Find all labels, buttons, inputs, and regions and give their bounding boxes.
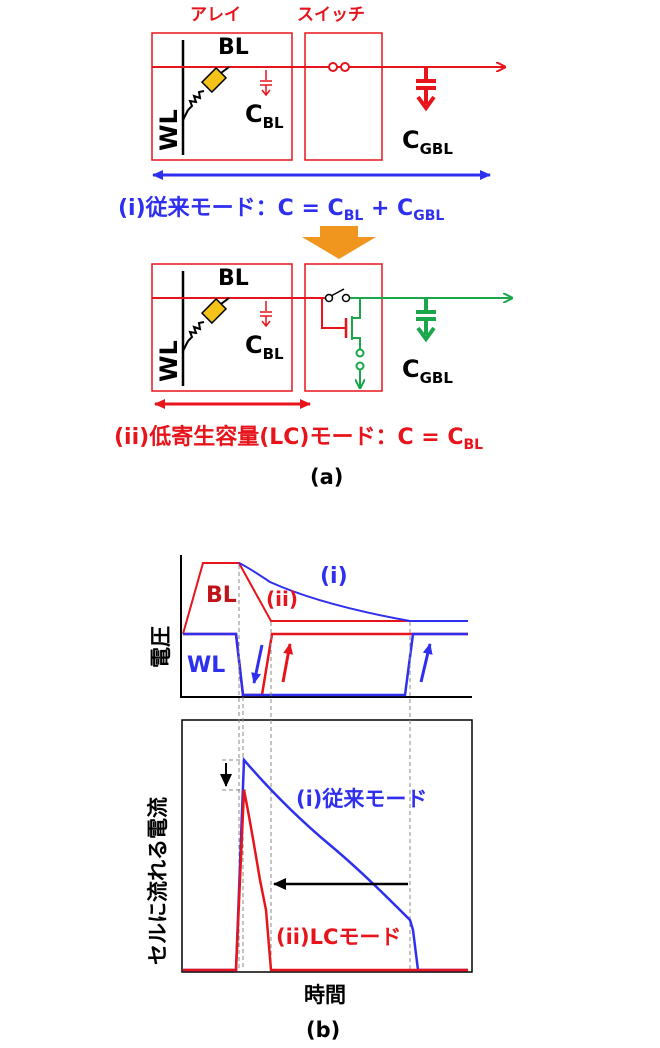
voltage-plot-axes xyxy=(180,555,472,698)
conventional-mode-formula: (i)従来モード：C = CBL + CGBL xyxy=(118,195,444,224)
wl-voltage-trace-i xyxy=(183,632,468,697)
panel-b: 電圧 BL WL (i) (ii) セルに流れる電流 xyxy=(146,555,473,1042)
conventional-mode-circuit: BL WL CBL CGBL xyxy=(151,32,505,161)
switch-box xyxy=(304,32,383,161)
wl-label: WL xyxy=(155,340,183,382)
header-array: アレイ xyxy=(190,5,241,25)
panel-a: アレイ スイッチ xyxy=(114,5,512,489)
trace-i-mode-label: (i)従来モード xyxy=(296,787,427,811)
caption-b: (b) xyxy=(306,1018,340,1042)
bl-voltage-trace-i xyxy=(238,562,468,622)
wl-rise-arrow-ii-icon xyxy=(281,643,294,683)
bl-label: BL xyxy=(218,35,249,60)
wl-label: WL xyxy=(155,109,183,151)
time-axis-label: 時間 xyxy=(304,983,346,1007)
switch-contact-icon xyxy=(328,62,338,72)
switch-contact-icon xyxy=(355,348,365,358)
cgbl-label: CGBL xyxy=(402,126,453,158)
wl-rise-arrow-i-icon xyxy=(419,643,433,683)
transition-arrow-icon xyxy=(302,226,376,259)
cgbl-label: CGBL xyxy=(402,355,453,387)
current-trace-ii xyxy=(183,789,468,972)
lc-mode-formula: (ii)低寄生容量(LC)モード：C = CBL xyxy=(114,424,483,453)
trace-ii-mode-label: (ii)LCモード xyxy=(276,925,401,949)
resistor-icon xyxy=(187,90,205,111)
current-plot-frame xyxy=(181,719,473,973)
trace-i-label: (i) xyxy=(320,564,348,589)
array-box xyxy=(151,263,293,392)
lc-mode-circuit: BL WL CBL CGBL xyxy=(151,263,512,392)
cbl-label: CBL xyxy=(245,331,284,363)
wl-fall-arrow-icon xyxy=(251,644,264,684)
header-switch: スイッチ xyxy=(297,5,365,25)
current-trace-i xyxy=(183,756,468,972)
caption-a: (a) xyxy=(310,465,343,489)
trace-ii-label: (ii) xyxy=(266,587,298,611)
switch-contact-icon xyxy=(341,293,351,303)
current-axis-label: セルに流れる電流 xyxy=(146,797,170,965)
voltage-axis-label: 電圧 xyxy=(149,626,173,668)
open-switch-icon xyxy=(330,288,345,297)
array-box xyxy=(151,32,293,161)
switch-contact-icon xyxy=(355,361,365,371)
bl-trace-label: BL xyxy=(206,583,237,608)
cbl-label: CBL xyxy=(245,100,284,132)
switch-contact-icon xyxy=(324,293,334,303)
switch-box xyxy=(304,263,383,392)
switch-contact-icon xyxy=(340,62,350,72)
bl-label: BL xyxy=(218,266,249,291)
wl-trace-label: WL xyxy=(187,653,225,678)
resistor-icon xyxy=(187,321,205,342)
